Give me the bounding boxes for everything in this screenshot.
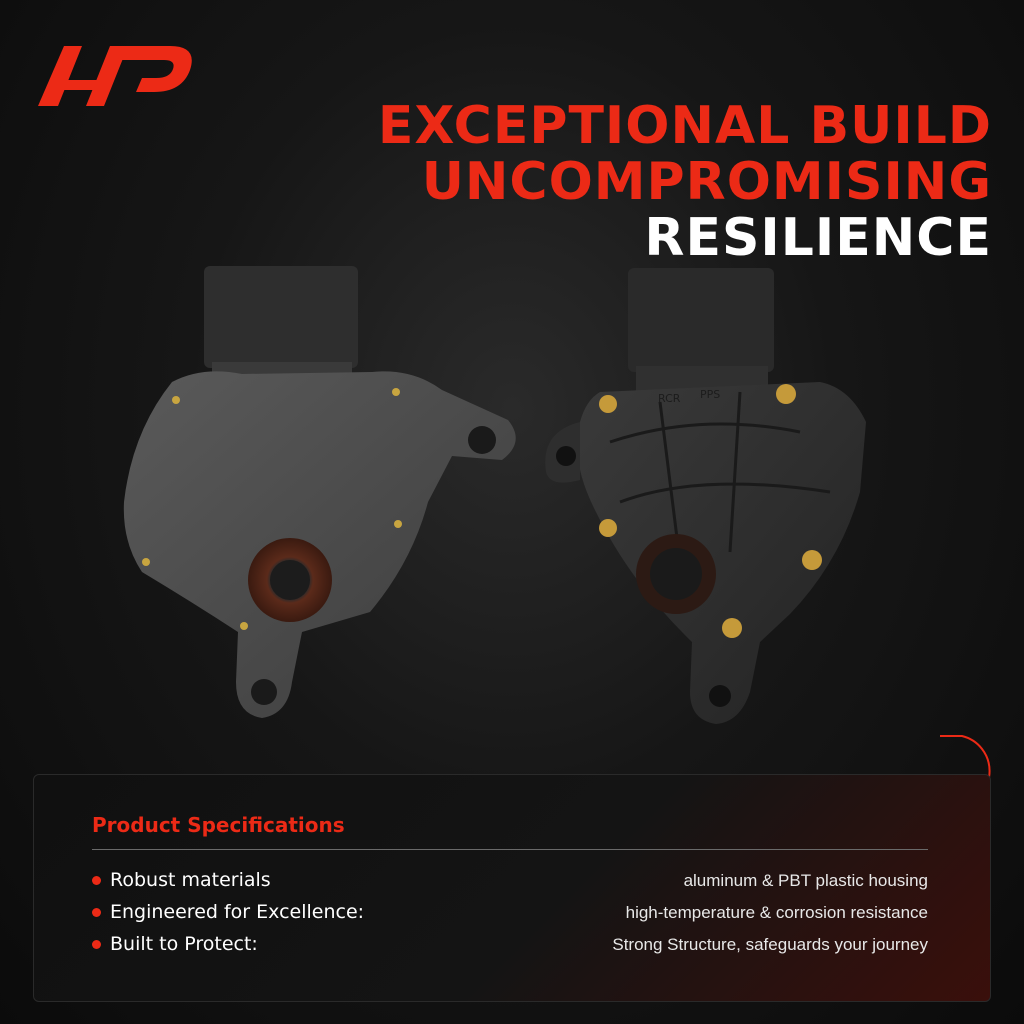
spec-label: Robust materials bbox=[110, 869, 271, 891]
specifications-title: Product Specifications bbox=[92, 813, 345, 837]
specifications-panel: Product Specifications Robust materials … bbox=[33, 774, 991, 1002]
spec-value: high-temperature & corrosion resistance bbox=[625, 903, 928, 922]
spec-row: Engineered for Excellence: high-temperat… bbox=[92, 901, 928, 927]
spec-value: aluminum & PBT plastic housing bbox=[683, 871, 928, 890]
spec-row: Robust materials aluminum & PBT plastic … bbox=[92, 869, 928, 895]
bullet-icon bbox=[92, 940, 101, 949]
spec-label: Built to Protect: bbox=[110, 933, 258, 955]
bullet-icon bbox=[92, 908, 101, 917]
spec-value: Strong Structure, safeguards your journe… bbox=[612, 935, 928, 954]
brand-logo bbox=[38, 46, 192, 106]
product-image-front: RCR PPS bbox=[545, 268, 866, 724]
bullet-icon bbox=[92, 876, 101, 885]
headline-line-2: UNCOMPROMISING bbox=[421, 152, 992, 212]
marking-rcr: RCR bbox=[658, 392, 681, 405]
headline-line-3: RESILIENCE bbox=[644, 208, 992, 268]
marking-pps: PPS bbox=[700, 388, 720, 401]
headline: EXCEPTIONAL BUILD UNCOMPROMISING RESILIE… bbox=[378, 100, 992, 268]
divider bbox=[92, 849, 928, 850]
spec-row: Built to Protect: Strong Structure, safe… bbox=[92, 933, 928, 959]
headline-line-1: EXCEPTIONAL BUILD bbox=[377, 96, 992, 156]
spec-label: Engineered for Excellence: bbox=[110, 901, 365, 923]
product-image-back bbox=[123, 266, 516, 718]
